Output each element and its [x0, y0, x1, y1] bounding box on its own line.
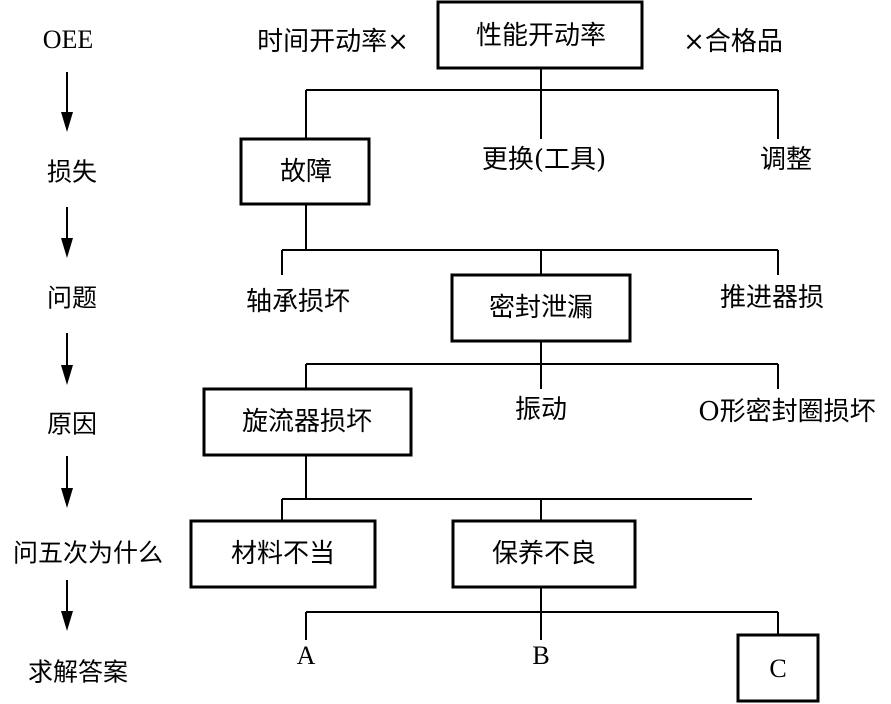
o-ring-damage-label: O形密封圈损坏 [698, 397, 876, 427]
left-label-problem: 问题 [46, 283, 98, 313]
left-label-answer: 求解答案 [27, 657, 129, 687]
bearing-damage-label: 轴承损坏 [245, 287, 351, 317]
swirler-damage-box [202, 387, 413, 457]
arrowhead-oee-to-loss [61, 112, 73, 132]
adjustment-label: 调整 [759, 145, 813, 175]
left-column-arrows [61, 72, 73, 631]
quality-rate-label: ×合格品 [683, 27, 783, 57]
arrowhead-loss-to-problem [61, 238, 73, 258]
tool-change-label: 更换(工具) [481, 145, 607, 175]
answer-a-label: A [296, 641, 316, 670]
answer-b-label: B [532, 641, 550, 670]
left-label-five-whys: 问五次为什么 [12, 538, 164, 568]
left-label-cause: 原因 [46, 409, 98, 439]
left-label-loss: 损失 [46, 157, 98, 187]
improper-material-label: 材料不当 [230, 539, 336, 569]
arrowhead-problem-to-cause [61, 365, 73, 385]
seal-leak-label: 密封泄漏 [488, 293, 594, 323]
swirler-damage-label: 旋流器损坏 [241, 407, 373, 437]
poor-maintenance-label: 保养不良 [491, 539, 597, 569]
poor-maintenance-box [451, 519, 637, 589]
time-rate-label: 时间开动率× [257, 27, 409, 57]
performance-rate-label: 性能开动率 [475, 21, 607, 51]
arrowhead-cause-to-whys [61, 488, 73, 508]
failure-label: 故障 [279, 157, 333, 187]
vibration-label: 振动 [514, 395, 568, 425]
propeller-damage-label: 推进器损 [719, 283, 825, 313]
left-label-oee: OEE [42, 25, 94, 54]
answer-c-label: C [769, 654, 787, 683]
arrowhead-whys-to-answer [61, 611, 73, 631]
